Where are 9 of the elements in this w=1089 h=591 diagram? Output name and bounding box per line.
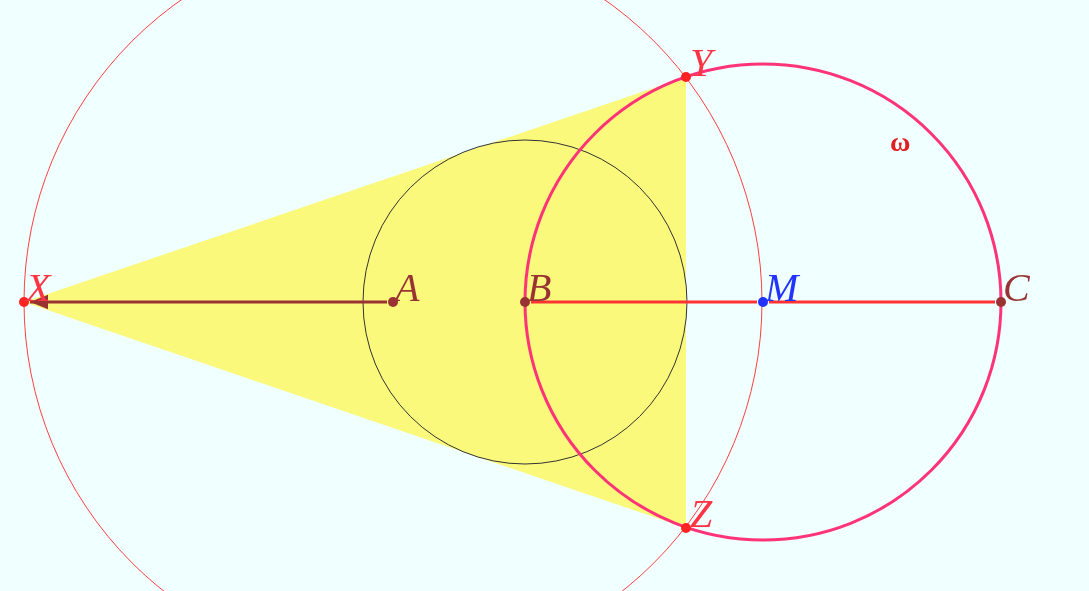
- arrow: [30, 294, 387, 310]
- point-label: C: [1003, 268, 1030, 308]
- circle-label: ω: [890, 128, 911, 156]
- point-label: B: [527, 268, 552, 308]
- line-segment: [531, 300, 757, 304]
- point-label: M: [765, 268, 799, 308]
- line-segment: [769, 300, 995, 304]
- point-label: Z: [690, 494, 713, 534]
- point-label: A: [395, 268, 420, 308]
